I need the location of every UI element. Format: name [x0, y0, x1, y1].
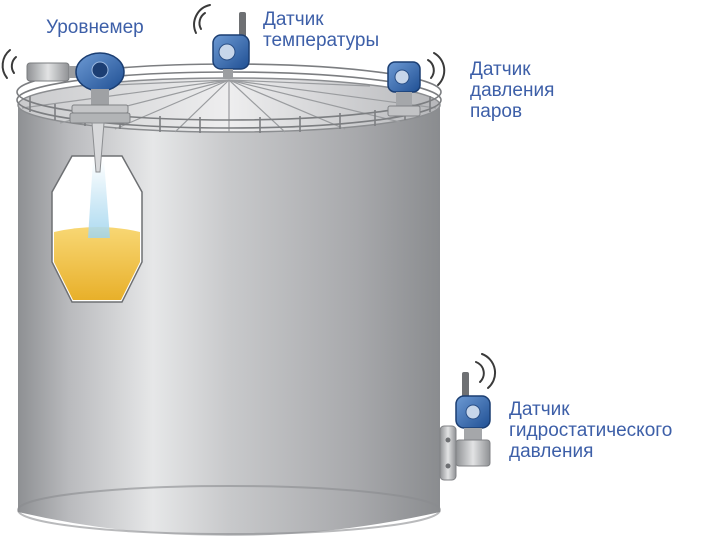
label-temperature-sensor-line-2: температуры [263, 30, 380, 51]
label-temperature-sensor: Датчик температуры [263, 9, 379, 51]
label-level-sensor: Уровнемер [46, 17, 144, 38]
label-vapor-pressure-sensor-line-1: Датчик [470, 59, 531, 80]
tank-cutaway [51, 155, 143, 303]
label-temperature-sensor-line-1: Датчик [263, 9, 324, 30]
product-level [54, 227, 140, 300]
label-hydrostatic-pressure-sensor-line-2: гидростатического [509, 420, 673, 441]
label-hydrostatic-pressure-sensor-line-3: давления [509, 441, 594, 462]
wireless-temperature-transmitter-icon [212, 12, 250, 79]
label-vapor-pressure-sensor: Датчик давления паров [470, 59, 554, 122]
label-vapor-pressure-sensor-line-3: паров [470, 101, 523, 122]
radar-beam [88, 160, 110, 238]
tank-bottom-edge [17, 485, 441, 535]
label-level-sensor-line-1: Уровнемер [46, 17, 144, 38]
label-vapor-pressure-sensor-line-2: давления [470, 80, 555, 101]
label-hydrostatic-pressure-sensor-line-1: Датчик [509, 399, 570, 420]
radar-level-transmitter-icon [26, 52, 131, 173]
hydrostatic-pressure-transmitter-icon [439, 372, 491, 481]
vapor-pressure-transmitter-icon [387, 61, 421, 117]
label-hydrostatic-pressure-sensor: Датчик гидростатического давления [509, 399, 672, 462]
wireless-signal-icon [1, 4, 497, 389]
